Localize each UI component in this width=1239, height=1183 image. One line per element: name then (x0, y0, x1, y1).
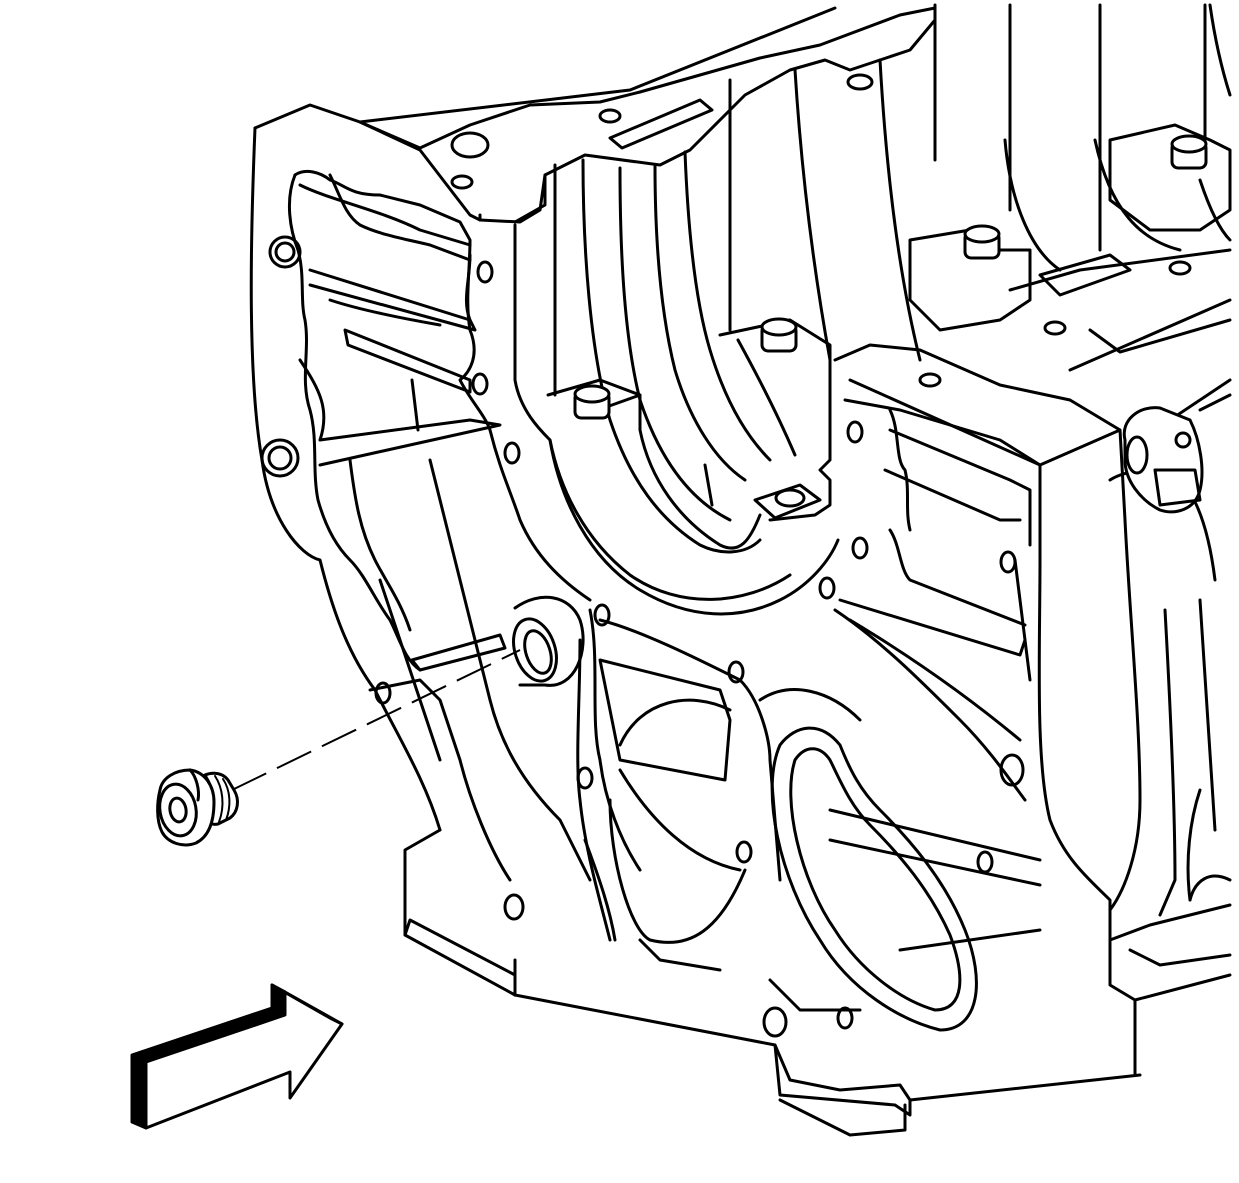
lower-cavity (576, 608, 782, 972)
view-direction-arrow (130, 983, 344, 1130)
arrow-outline (144, 990, 344, 1130)
plug-bore-boss (512, 595, 585, 687)
installation-guide-line (231, 649, 521, 791)
block-rear-bulkheads (728, 58, 1232, 362)
block-front-face (249, 18, 1232, 1137)
block-top-deck (358, 3, 1232, 388)
side-bracket (1122, 393, 1232, 514)
engine-block (249, 3, 1232, 1137)
oval-cylinder-opening (758, 688, 1042, 1032)
front-cover-details (328, 173, 547, 322)
threaded-plug (156, 768, 239, 847)
main-bearing-saddle (513, 150, 840, 616)
block-front-inner (288, 169, 592, 882)
bolt-holes (260, 235, 1025, 1038)
block-right-face (833, 343, 1232, 942)
